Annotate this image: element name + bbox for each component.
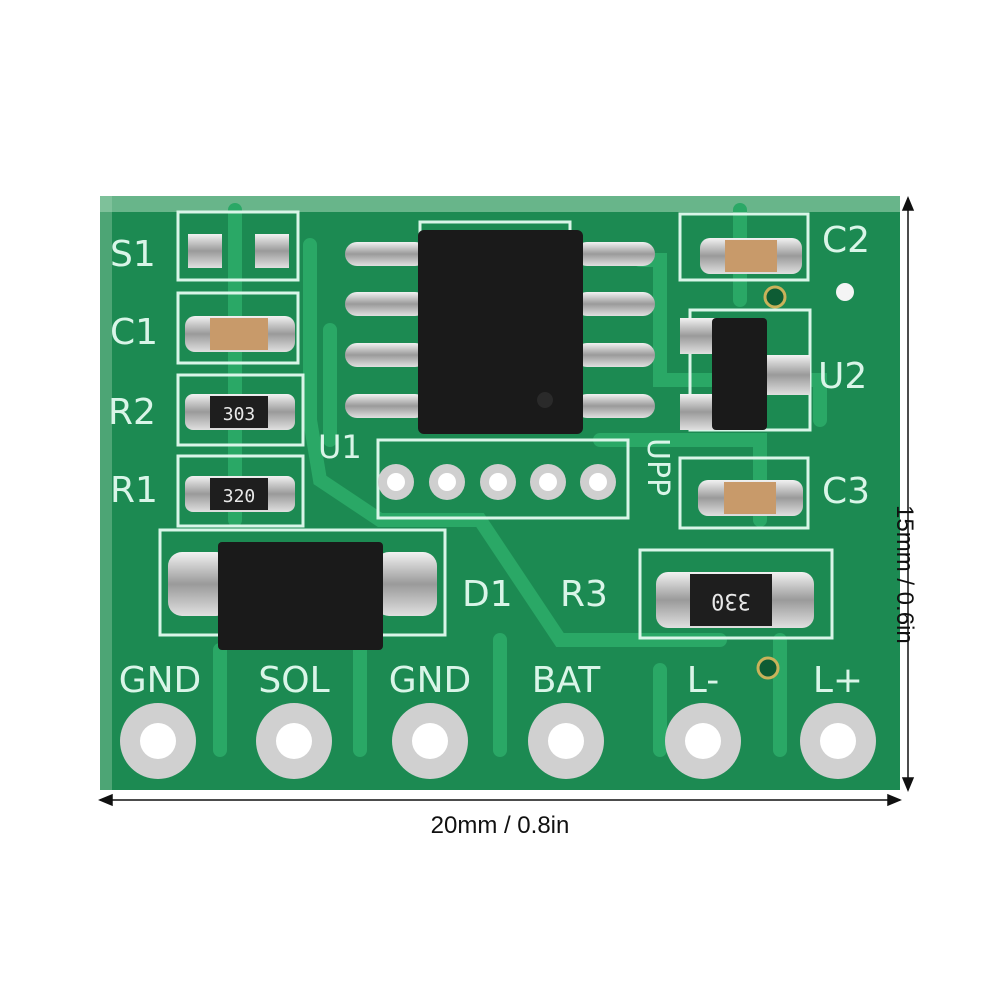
via xyxy=(756,656,780,680)
pad-labels: GND SOL GND BAT L- L+ xyxy=(119,660,863,701)
pad-label-l-minus: L- xyxy=(687,660,719,701)
pad-label-gnd-1: GND xyxy=(119,660,202,701)
resistor-r1: 320 xyxy=(185,476,295,512)
via xyxy=(836,283,854,301)
upp-header xyxy=(378,464,616,500)
resistor-r2: 303 xyxy=(185,394,295,430)
ic-u1 xyxy=(345,230,655,434)
label-u2: U2 xyxy=(818,356,867,397)
label-d1: D1 xyxy=(462,574,513,615)
ic-u2 xyxy=(680,318,810,430)
via xyxy=(763,285,787,309)
label-u1: U1 xyxy=(318,428,362,466)
resistor-r3: 330 xyxy=(656,572,814,628)
width-dimension-label: 20mm / 0.8in xyxy=(430,812,570,839)
label-c3: C3 xyxy=(822,471,870,512)
resistor-r1-code: 320 xyxy=(223,486,256,507)
capacitor-c2 xyxy=(700,238,802,274)
label-c1: C1 xyxy=(110,312,158,353)
diode-d1 xyxy=(168,542,437,650)
pad-label-l-plus: L+ xyxy=(813,660,863,701)
height-dimension-label: 15mm / 0.6in xyxy=(891,505,918,644)
resistor-r3-code: 330 xyxy=(711,588,751,613)
label-r2: R2 xyxy=(108,392,156,433)
s1-pad-left xyxy=(188,234,222,268)
pad-label-bat: BAT xyxy=(532,660,602,701)
resistor-r2-code: 303 xyxy=(223,404,256,425)
bottom-pads xyxy=(120,703,876,779)
label-s1: S1 xyxy=(110,234,156,275)
capacitor-c1 xyxy=(185,316,295,352)
label-r3: R3 xyxy=(560,574,608,615)
label-upp: UPP xyxy=(640,438,675,496)
dimension-lines xyxy=(98,196,915,807)
label-c2: C2 xyxy=(822,220,870,261)
s1-pad-right xyxy=(255,234,289,268)
pad-label-gnd-2: GND xyxy=(389,660,472,701)
label-r1: R1 xyxy=(110,470,158,511)
pad-label-sol: SOL xyxy=(258,660,329,701)
silkscreen-labels: S1 C1 R2 R1 U1 C2 U2 C3 D1 R3 UPP xyxy=(108,220,870,615)
capacitor-c3 xyxy=(698,480,803,516)
